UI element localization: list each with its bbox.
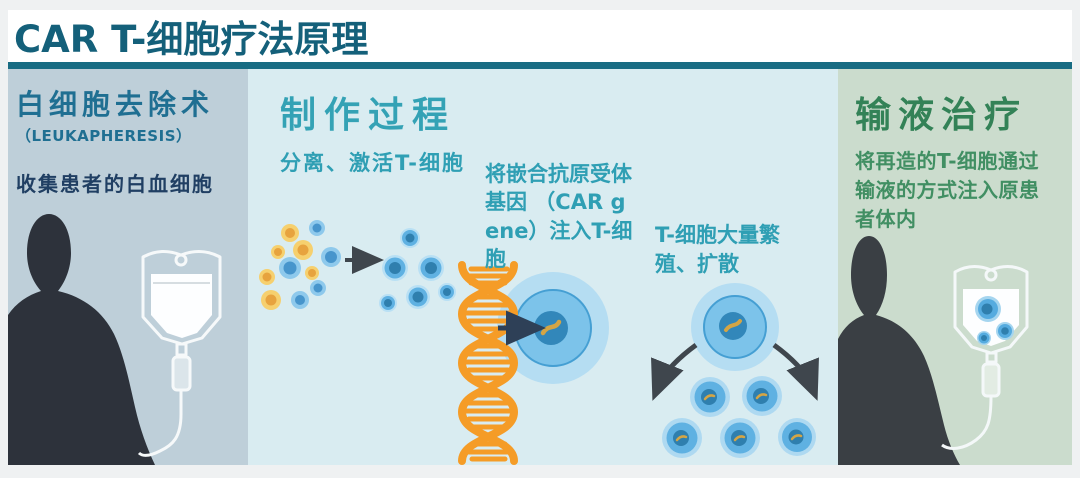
panel-production: 制作过程 分离、激活T-细胞 将嵌合抗原受体基因 （CAR gene）注入T-细… (248, 69, 838, 465)
production-step-expand: T-细胞大量繁殖、扩散 (655, 223, 780, 277)
panel-infusion: 输液治疗 将再造的T-细胞通过输液的方式注入原患者体内 (838, 69, 1072, 465)
production-illustration (259, 220, 819, 465)
expanding-t-cell (691, 283, 779, 371)
patient-silhouette (838, 236, 960, 465)
title-bar: CAR T-细胞疗法原理 (8, 10, 1072, 62)
production-step-separate: 分离、激活T-细胞 (280, 151, 465, 175)
t-cell-cluster (379, 228, 456, 312)
production-step-insert-gene: 将嵌合抗原受体基因 （CAR gene）注入T-细胞 (485, 162, 633, 272)
panel-row: 白细胞去除术 （LEUKAPHERESIS） 收集患者的白血细胞 (8, 69, 1072, 465)
division-arrows (651, 342, 819, 401)
page-title: CAR T-细胞疗法原理 (14, 18, 369, 61)
iv-bag-icon (137, 250, 222, 457)
infographic: CAR T-细胞疗法原理 白细胞去除术 （LEUKAPHERE (8, 10, 1072, 465)
car-t-cell (497, 272, 609, 384)
dna-helix-icon (457, 261, 519, 465)
title-divider (8, 62, 1072, 69)
production-heading: 制作过程 (280, 95, 457, 136)
infusion-heading: 输液治疗 (855, 95, 1028, 136)
leukapheresis-subheading: （LEUKAPHERESIS） (16, 127, 192, 145)
daughter-cells (662, 376, 816, 458)
infusion-bag-icon (941, 265, 1029, 450)
leukapheresis-description: 收集患者的白血细胞 (16, 172, 214, 196)
panel-leukapheresis: 白细胞去除术 （LEUKAPHERESIS） 收集患者的白血细胞 (8, 69, 248, 465)
bag-cells (975, 296, 1014, 345)
mixed-cell-cluster (259, 220, 341, 310)
patient-silhouette (8, 214, 155, 465)
infusion-description: 将再造的T-细胞通过输液的方式注入原患者体内 (855, 149, 1040, 231)
leukapheresis-heading: 白细胞去除术 (16, 88, 215, 121)
infusion-illustration (838, 236, 1029, 465)
leukapheresis-illustration (8, 214, 222, 465)
